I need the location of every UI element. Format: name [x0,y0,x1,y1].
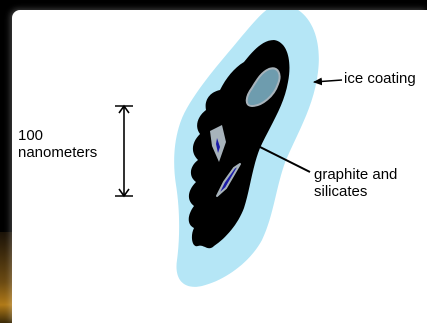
graphite-silicates-label: graphite and silicates [314,166,397,200]
ice-coating-arrow [314,80,342,82]
ice-coating-label: ice coating [344,70,416,87]
scale-label: 100 nanometers [18,127,97,161]
diagram-panel: ice coating graphite and silicates 100 n… [12,10,427,323]
scale-bar [115,106,133,196]
